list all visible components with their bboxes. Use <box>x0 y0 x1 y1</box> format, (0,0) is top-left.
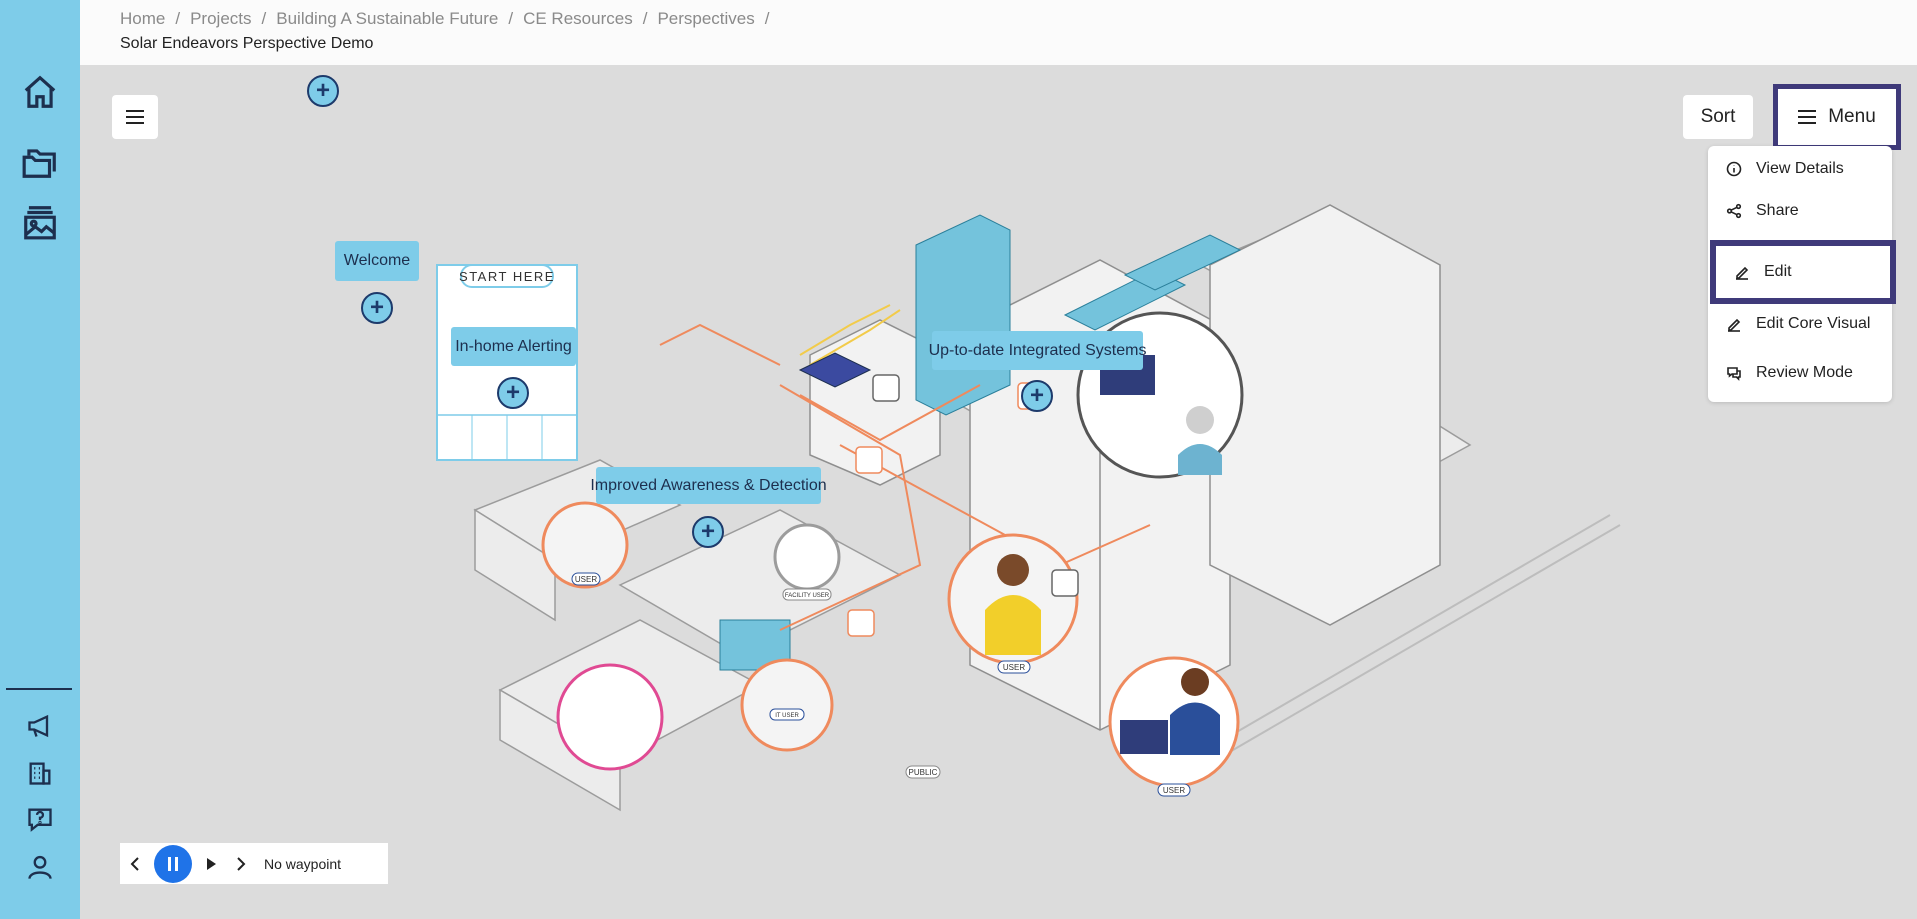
user-tag-3: USER <box>1163 786 1185 795</box>
sort-button[interactable]: Sort <box>1683 95 1753 139</box>
folders-icon[interactable] <box>20 142 60 182</box>
chevron-right-icon <box>237 856 246 871</box>
gallery-icon[interactable] <box>20 202 60 242</box>
callout-integrated-systems[interactable]: Up-to-date Integrated Systems <box>929 331 1146 370</box>
breadcrumb-projects[interactable]: Projects <box>190 9 252 28</box>
hotspot-awareness-detection[interactable]: + <box>692 516 724 548</box>
hotspot-welcome[interactable]: + <box>361 292 393 324</box>
left-rail <box>0 0 80 919</box>
breadcrumb-ce-resources[interactable]: CE Resources <box>523 9 633 28</box>
isometric-scene-illustration: START HERE USER USER <box>436 204 1621 812</box>
page-title: Solar Endeavors Perspective Demo <box>120 35 374 52</box>
home-icon[interactable] <box>20 72 60 112</box>
menu-button-highlight: Menu <box>1773 84 1901 150</box>
hotspot-in-home-alerting[interactable]: + <box>497 377 529 409</box>
header: Home/Projects/Building A Sustainable Fut… <box>80 0 1917 65</box>
previous-waypoint-button[interactable] <box>120 843 150 884</box>
callout-awareness-detection[interactable]: Improved Awareness & Detection <box>590 467 827 504</box>
menu-item-edit-core-visual[interactable]: Edit Core Visual <box>1708 304 1892 344</box>
user-tag-1: USER <box>575 575 597 584</box>
hotspot-integrated-systems[interactable]: + <box>1021 380 1053 412</box>
breadcrumb-perspectives[interactable]: Perspectives <box>657 9 755 28</box>
hamburger-menu-button[interactable] <box>112 95 158 139</box>
pencil-icon <box>1736 266 1749 280</box>
menu-item-edit[interactable]: Edit <box>1710 240 1896 304</box>
menu-item-review-mode[interactable]: Review Mode <box>1708 353 1892 393</box>
start-here-label: START HERE <box>459 269 555 284</box>
building-icon[interactable] <box>20 753 60 793</box>
pause-button[interactable] <box>154 844 192 883</box>
menu-item-share[interactable]: Share <box>1708 191 1892 231</box>
chevron-left-icon <box>130 856 139 871</box>
user-icon[interactable] <box>20 847 60 887</box>
waypoint-status: No waypoint <box>264 855 342 872</box>
share-icon <box>1726 203 1742 219</box>
breadcrumb: Home/Projects/Building A Sustainable Fut… <box>120 9 770 28</box>
breadcrumb-home[interactable]: Home <box>120 9 166 28</box>
info-icon <box>1726 161 1742 177</box>
breadcrumb-project[interactable]: Building A Sustainable Future <box>276 9 499 28</box>
menu-button[interactable]: Menu <box>1783 94 1891 140</box>
menu-item-view-details[interactable]: View Details <box>1708 146 1892 192</box>
perspective-canvas[interactable]: START HERE USER USER <box>80 65 1917 919</box>
facility-user-tag: FACILITY USER <box>785 593 830 599</box>
waypoint-player: No waypoint <box>120 843 388 884</box>
menu-icon <box>1798 110 1817 124</box>
next-waypoint-button[interactable] <box>226 843 256 884</box>
callout-in-home-alerting[interactable]: In-home Alerting <box>451 327 576 366</box>
help-icon[interactable] <box>20 799 60 839</box>
rail-divider <box>6 688 72 690</box>
play-icon <box>207 857 216 870</box>
add-waypoint-button[interactable]: + <box>307 75 339 107</box>
announcement-icon[interactable] <box>20 706 60 746</box>
public-tag: PUBLIC <box>909 768 938 777</box>
menu-button-label: Menu <box>1828 106 1876 127</box>
play-button[interactable] <box>196 843 226 884</box>
hamburger-icon <box>126 110 144 124</box>
pencil-icon <box>1728 318 1741 332</box>
callout-welcome[interactable]: Welcome <box>335 241 419 281</box>
comments-icon <box>1727 367 1741 381</box>
user-tag-2: USER <box>1003 663 1025 672</box>
it-user-tag: IT USER <box>775 713 799 719</box>
